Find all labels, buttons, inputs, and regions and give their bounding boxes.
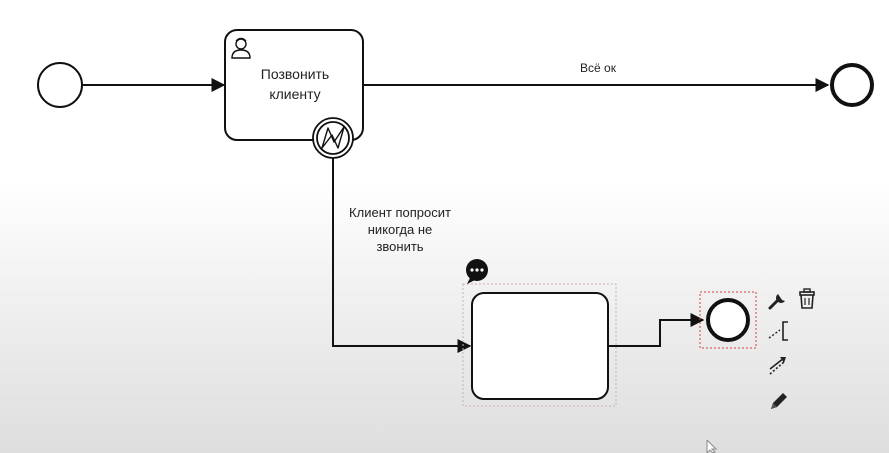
context-pad <box>762 284 822 414</box>
sequence-flow-boundary[interactable] <box>332 158 472 353</box>
task-label-line2: клиенту <box>269 86 321 102</box>
comment-icon[interactable] <box>466 259 488 284</box>
pencil-icon[interactable] <box>766 388 792 414</box>
flow-ok-label: Всё ок <box>580 61 616 75</box>
boundary-error-event[interactable] <box>312 117 354 159</box>
text-annotation-icon[interactable] <box>766 318 792 344</box>
mouse-cursor-icon <box>706 440 718 453</box>
boundary-label-line3: звонить <box>376 239 424 254</box>
start-event[interactable] <box>37 62 83 108</box>
boundary-flow-label: Клиент попросит никогда не звонить <box>330 204 470 255</box>
boundary-label-line1: Клиент попросит <box>349 205 451 220</box>
boundary-label-line2: никогда не <box>367 222 433 237</box>
task-call-label: Позвонить клиенту <box>226 64 364 104</box>
task-label-line1: Позвонить <box>260 66 330 82</box>
new-task[interactable] <box>471 292 609 400</box>
end-event-2[interactable] <box>706 298 750 342</box>
user-icon <box>231 37 251 59</box>
wrench-icon[interactable] <box>766 286 792 312</box>
end-event-selection-outline <box>699 291 757 349</box>
end-event-ok[interactable] <box>830 63 874 107</box>
sequence-flow-to-end[interactable] <box>608 313 705 347</box>
error-icon <box>321 126 345 149</box>
trash-icon[interactable] <box>794 286 820 312</box>
connect-arrow-icon[interactable] <box>766 354 792 380</box>
